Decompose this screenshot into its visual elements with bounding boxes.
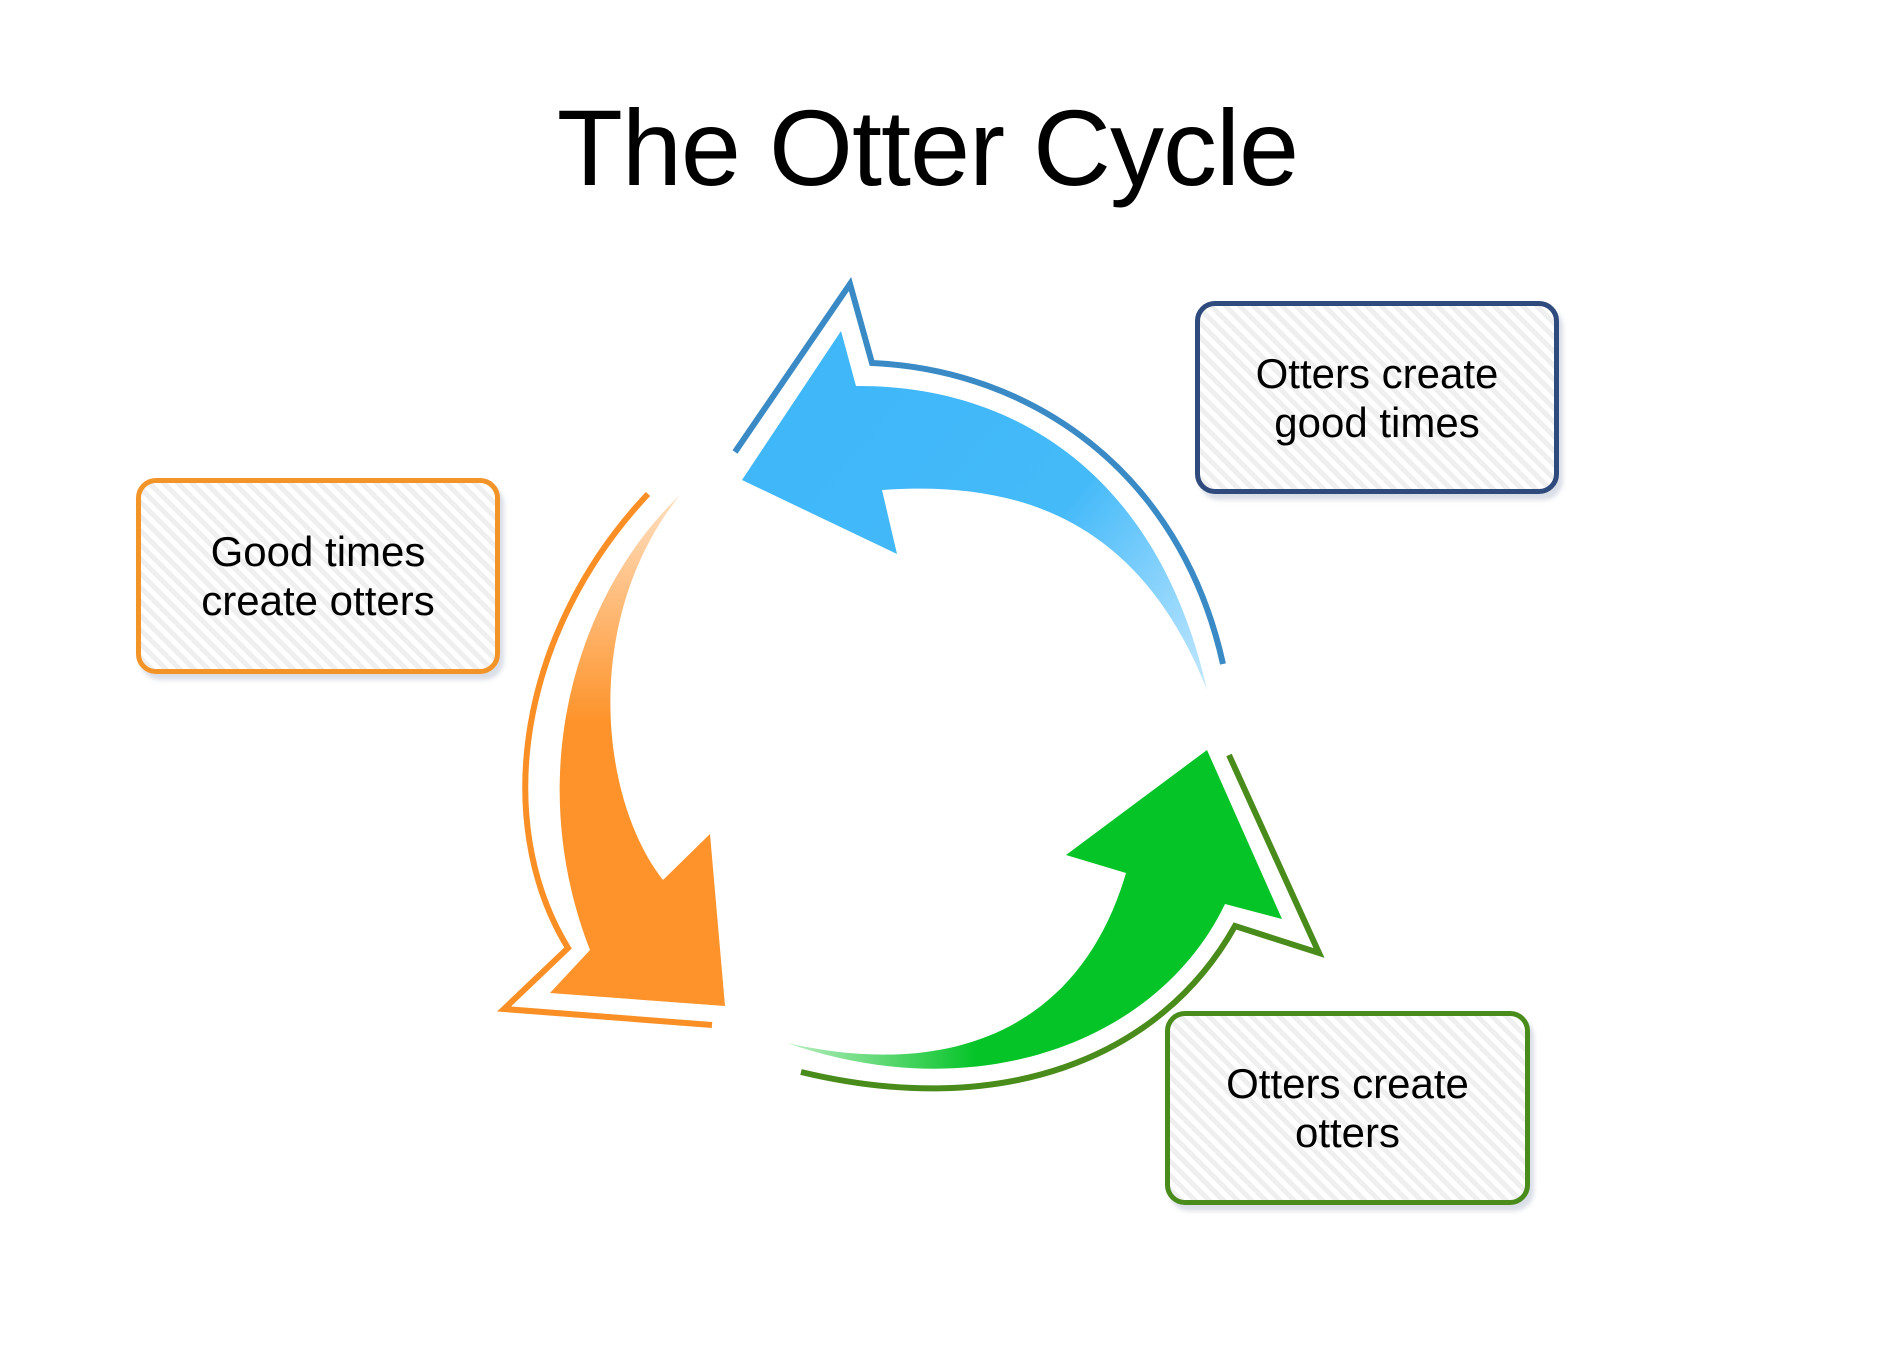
orange-arrow-outline xyxy=(497,491,713,1028)
box-label: Otters create good times xyxy=(1255,349,1499,446)
blue-arrow xyxy=(732,276,1226,690)
box-label: Good times create otters xyxy=(201,528,435,624)
box-label: Otters create otters xyxy=(1226,1060,1469,1156)
diagram-title: The Otter Cycle xyxy=(0,88,1879,208)
green-arrow xyxy=(787,750,1325,1092)
blue-arrow-fill xyxy=(742,331,1207,690)
green-arrow-fill xyxy=(787,750,1282,1069)
orange-arrow xyxy=(497,491,725,1028)
blue-arrow-outline xyxy=(732,276,1226,665)
box-good-times-create-otters: Good times create otters xyxy=(136,478,500,674)
orange-arrow-fill xyxy=(550,495,725,1006)
box-otters-create-otters: Otters create otters xyxy=(1165,1011,1530,1205)
box-otters-create-good-times: Otters create good times xyxy=(1195,301,1559,494)
title-text: The Otter Cycle xyxy=(556,87,1299,208)
green-arrow-outline xyxy=(800,753,1325,1092)
